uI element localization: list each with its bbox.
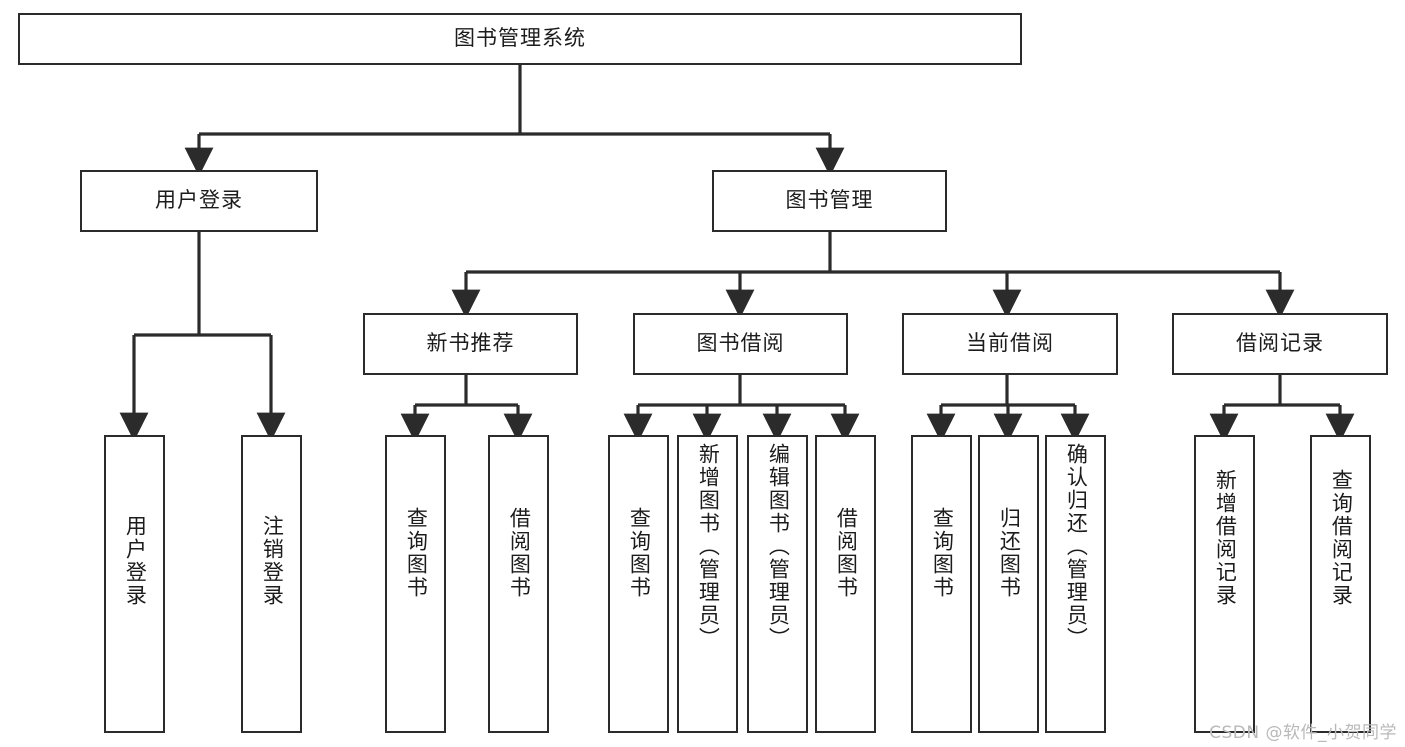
node-new-book-recommend-label: 新书推荐 <box>426 331 515 356</box>
node-borrow-record[interactable]: 借阅记录 <box>1172 313 1388 375</box>
borrow-record-connectors <box>1209 375 1355 443</box>
node-book-borrow[interactable]: 图书借阅 <box>633 313 848 375</box>
leaf-query-book-3[interactable]: 查询图书 <box>911 435 972 733</box>
node-current-borrow[interactable]: 当前借阅 <box>902 313 1118 375</box>
leaf-query-book-1[interactable]: 查询图书 <box>385 435 446 733</box>
node-current-borrow-label: 当前借阅 <box>966 331 1054 356</box>
node-book-manage[interactable]: 图书管理 <box>712 170 947 232</box>
leaf-user-login-label: 用户登录 <box>123 515 148 607</box>
leaf-query-book-1-label: 查询图书 <box>404 507 429 599</box>
leaf-add-book-label: 新增图书（管理员） <box>696 443 721 650</box>
root-connectors <box>184 65 845 177</box>
node-user-login[interactable]: 用户登录 <box>80 170 318 232</box>
leaf-edit-book-label: 编辑图书（管理员） <box>766 443 791 650</box>
leaf-query-record[interactable]: 查询借阅记录 <box>1310 435 1371 733</box>
leaf-borrow-book-1[interactable]: 借阅图书 <box>488 435 549 733</box>
leaf-query-book-3-label: 查询图书 <box>930 507 955 599</box>
node-book-manage-label: 图书管理 <box>785 188 874 213</box>
leaf-borrow-book-1-label: 借阅图书 <box>507 507 532 599</box>
leaf-return-book[interactable]: 归还图书 <box>978 435 1039 733</box>
node-root-label: 图书管理系统 <box>454 26 586 51</box>
leaf-edit-book[interactable]: 编辑图书（管理员） <box>747 435 808 733</box>
leaf-return-book-label: 归还图书 <box>997 507 1022 599</box>
node-user-login-label: 用户登录 <box>155 188 243 213</box>
node-borrow-record-label: 借阅记录 <box>1236 331 1324 356</box>
leaf-query-book-2-label: 查询图书 <box>627 507 652 599</box>
new-book-recommend-connectors <box>400 375 533 443</box>
book-borrow-connectors <box>623 375 860 443</box>
leaf-user-logout-label: 注销登录 <box>260 515 285 607</box>
leaf-query-book-2[interactable]: 查询图书 <box>608 435 669 733</box>
leaf-user-login[interactable]: 用户登录 <box>104 435 165 733</box>
book-manage-connectors <box>451 232 1295 319</box>
node-book-borrow-label: 图书借阅 <box>696 331 785 356</box>
leaf-confirm-return[interactable]: 确认归还（管理员） <box>1045 435 1106 733</box>
leaf-add-book[interactable]: 新增图书（管理员） <box>677 435 738 733</box>
node-root[interactable]: 图书管理系统 <box>18 13 1022 65</box>
leaf-add-record-label: 新增借阅记录 <box>1213 469 1238 607</box>
leaf-user-logout[interactable]: 注销登录 <box>241 435 302 733</box>
leaf-confirm-return-label: 确认归还（管理员） <box>1064 443 1089 650</box>
leaf-borrow-book-2-label: 借阅图书 <box>834 507 859 599</box>
user-login-connectors <box>119 232 286 442</box>
leaf-borrow-book-2[interactable]: 借阅图书 <box>815 435 876 733</box>
leaf-query-record-label: 查询借阅记录 <box>1329 469 1354 607</box>
leaf-add-record[interactable]: 新增借阅记录 <box>1194 435 1255 733</box>
node-new-book-recommend[interactable]: 新书推荐 <box>363 313 578 375</box>
current-borrow-connectors <box>926 375 1090 443</box>
